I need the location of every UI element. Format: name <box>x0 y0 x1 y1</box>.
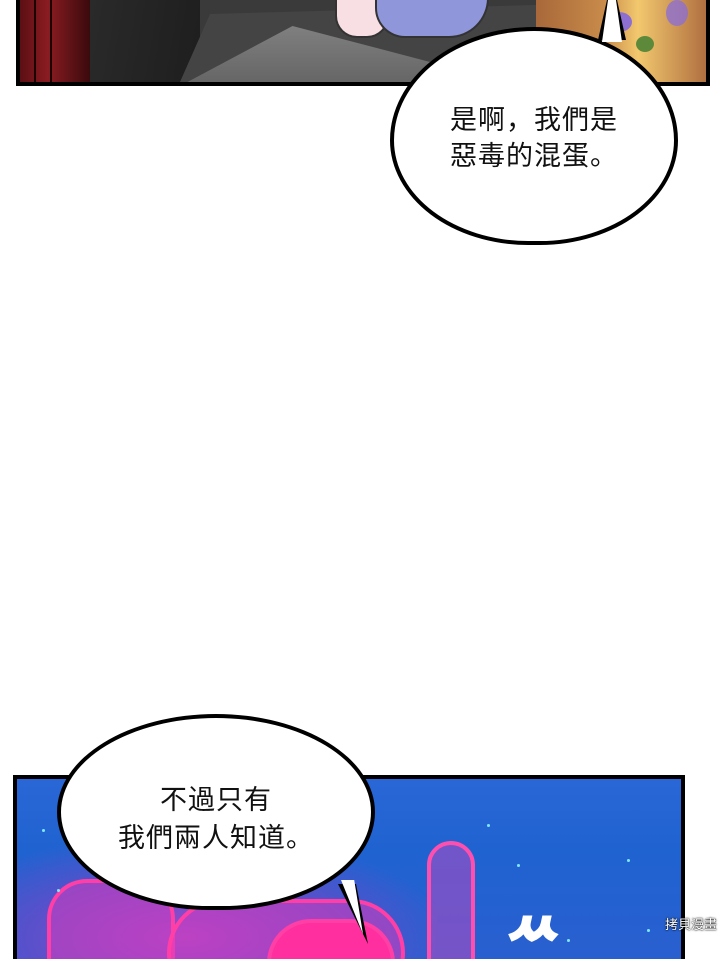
speech-bubble-2: 不過只有 我們兩人知道。 <box>57 714 375 910</box>
speech-tail-fill <box>602 0 622 42</box>
bubble-2-line-1: 不過只有 <box>160 785 272 816</box>
watermark: 拷貝漫畫 <box>665 918 718 933</box>
sound-effect: ᄊ <box>498 909 562 959</box>
sparkle <box>487 824 490 827</box>
pink-tail <box>427 841 475 959</box>
red-curtain <box>20 0 90 82</box>
bubble-1-line-1: 是啊，我們是 <box>450 105 618 136</box>
dark-figure <box>90 0 200 82</box>
bubble-1-text: 是啊，我們是 惡毒的混蛋。 <box>394 103 674 175</box>
sparkle <box>517 864 520 867</box>
bubble-2-text: 不過只有 我們兩人知道。 <box>61 782 371 858</box>
sparkle <box>57 889 60 892</box>
sparkle <box>627 859 630 862</box>
sparkle <box>42 829 45 832</box>
bubble-2-line-2: 我們兩人知道。 <box>118 823 314 854</box>
bubble-1-line-2: 惡毒的混蛋。 <box>450 141 618 172</box>
sparkle <box>567 939 570 942</box>
speech-bubble-1: 是啊，我們是 惡毒的混蛋。 <box>390 27 678 245</box>
sparkle <box>647 929 650 932</box>
